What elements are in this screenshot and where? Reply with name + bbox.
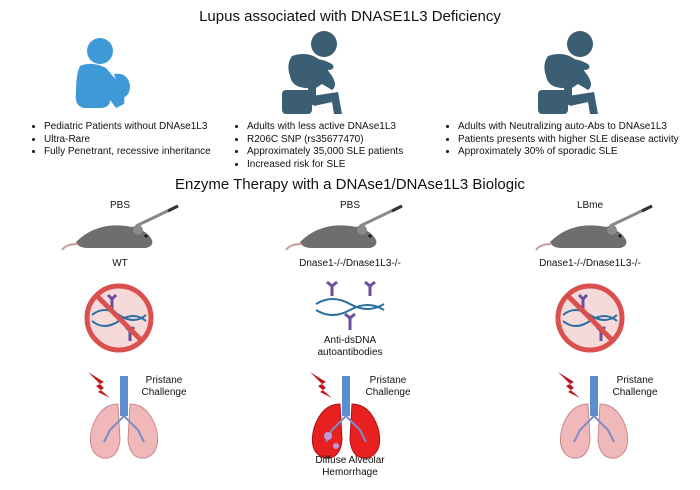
treatment-label: PBS bbox=[339, 200, 360, 211]
bullet-item: Patients presents with higher SLE diseas… bbox=[458, 134, 700, 147]
pristane-label: Pristane Challenge bbox=[612, 375, 658, 398]
bullet-item: Fully Penetrant, recessive inheritance bbox=[44, 146, 254, 159]
group-bullets: Adults with less active DNAse1L3 R206C S… bbox=[233, 121, 447, 171]
bullet-item: Adults with less active DNAse1L3 bbox=[247, 121, 447, 134]
mouse-with-syringe-icon bbox=[535, 204, 653, 251]
pristane-label: Pristane Challenge bbox=[141, 375, 187, 398]
bullet-item: Pediatric Patients without DNAse1L3 bbox=[44, 121, 254, 134]
child-person-icon bbox=[75, 38, 130, 108]
group-bullets: Adults with Neutralizing auto-Abs to DNA… bbox=[444, 121, 700, 159]
mouse-with-syringe-icon bbox=[61, 204, 179, 251]
section-subtitle: Enzyme Therapy with a DNAse1/DNAse1L3 Bi… bbox=[175, 176, 525, 193]
bullet-item: Increased risk for SLE bbox=[247, 159, 447, 172]
lung-icon bbox=[558, 372, 629, 459]
hemorrhage-lung-icon bbox=[310, 372, 381, 459]
adult-person-icon bbox=[538, 31, 598, 114]
lung-outcome-label: Diffuse Alveolar Hemorrhage bbox=[315, 455, 385, 478]
bullet-item: Approximately 30% of sporadic SLE bbox=[458, 146, 700, 159]
dna-antibodies-icon bbox=[315, 280, 385, 330]
bullet-item: Approximately 35,000 SLE patients bbox=[247, 146, 447, 159]
blocked-antibody-icon bbox=[555, 283, 625, 353]
bullet-item: Ultra-Rare bbox=[44, 134, 254, 147]
treatment-label: PBS bbox=[109, 200, 130, 211]
mouse-with-syringe-icon bbox=[285, 204, 403, 251]
treatment-label: LBme bbox=[576, 200, 604, 211]
bullet-item: Adults with Neutralizing auto-Abs to DNA… bbox=[458, 121, 700, 134]
antibody-label: Anti-dsDNA autoantibodies bbox=[317, 335, 383, 358]
main-title: Lupus associated with DNASE1L3 Deficienc… bbox=[199, 8, 501, 25]
adult-person-icon bbox=[282, 31, 342, 114]
group-bullets: Pediatric Patients without DNAse1L3 Ultr… bbox=[30, 121, 254, 159]
genotype-label: Dnase1-/-/Dnase1L3-/- bbox=[539, 258, 641, 269]
genotype-label: Dnase1-/-/Dnase1L3-/- bbox=[299, 258, 401, 269]
blocked-antibody-icon bbox=[84, 283, 154, 353]
pristane-label: Pristane Challenge bbox=[365, 375, 411, 398]
lung-icon bbox=[88, 372, 159, 459]
genotype-label: WT bbox=[112, 258, 128, 269]
bullet-item: R206C SNP (rs35677470) bbox=[247, 134, 447, 147]
